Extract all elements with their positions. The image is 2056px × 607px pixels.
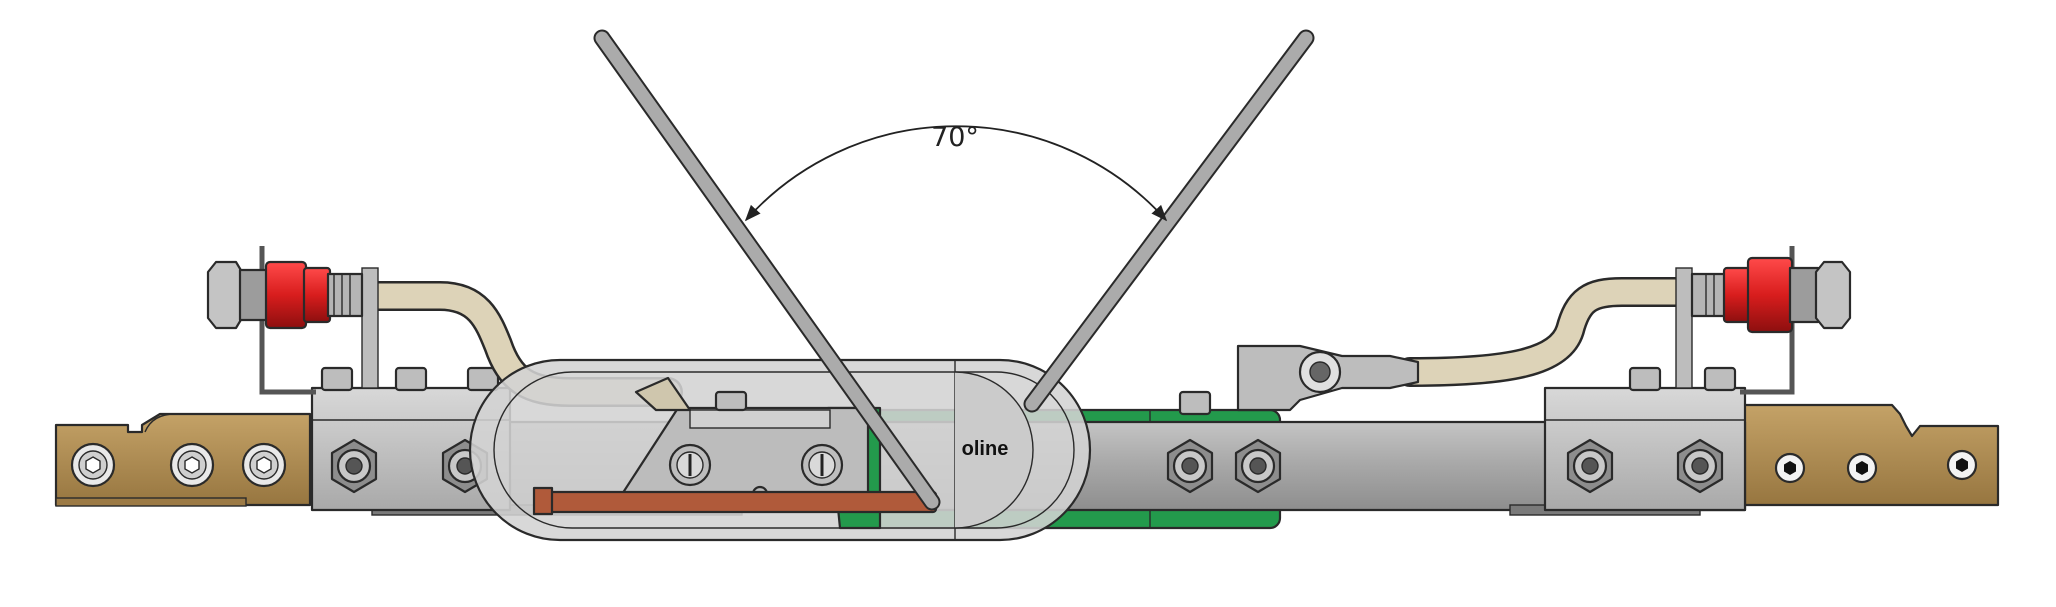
- hex-socket-icon: [169, 442, 215, 488]
- brand-label: oline: [962, 438, 1009, 460]
- left-rod: [593, 29, 941, 511]
- slotted-screw-icon: [800, 443, 844, 487]
- hex-hole-icon: [1774, 452, 1806, 484]
- angle-dimension: 70°: [744, 122, 1168, 222]
- right-cable: [1395, 277, 1705, 387]
- hex-nut-icon: [1676, 438, 1724, 494]
- bolt-heads-right: [1178, 366, 1737, 416]
- bolt-heads-left: [320, 366, 500, 392]
- slotted-screw-icon: [668, 443, 712, 487]
- right-cable-lug: [1236, 344, 1420, 412]
- hex-nut-icon: [1566, 438, 1614, 494]
- hex-hole-icon: [1846, 452, 1878, 484]
- hex-nut-icon: [1166, 438, 1214, 494]
- right-rod: [1023, 29, 1315, 413]
- left-cable-end: [634, 376, 692, 412]
- right-red-connector: [1690, 256, 1852, 334]
- left-red-connector: [206, 260, 364, 330]
- angle-label: 70°: [931, 122, 979, 153]
- hex-socket-icon: [70, 442, 116, 488]
- hex-hole-icon: [1946, 449, 1978, 481]
- copper-contact-strip: [532, 486, 938, 516]
- right-brass-terminal: [1740, 403, 2000, 507]
- hex-nut-icon: [330, 438, 378, 494]
- hex-nut-icon: [1234, 438, 1282, 494]
- hex-socket-icon: [241, 442, 287, 488]
- small-bolt-head: [714, 390, 748, 412]
